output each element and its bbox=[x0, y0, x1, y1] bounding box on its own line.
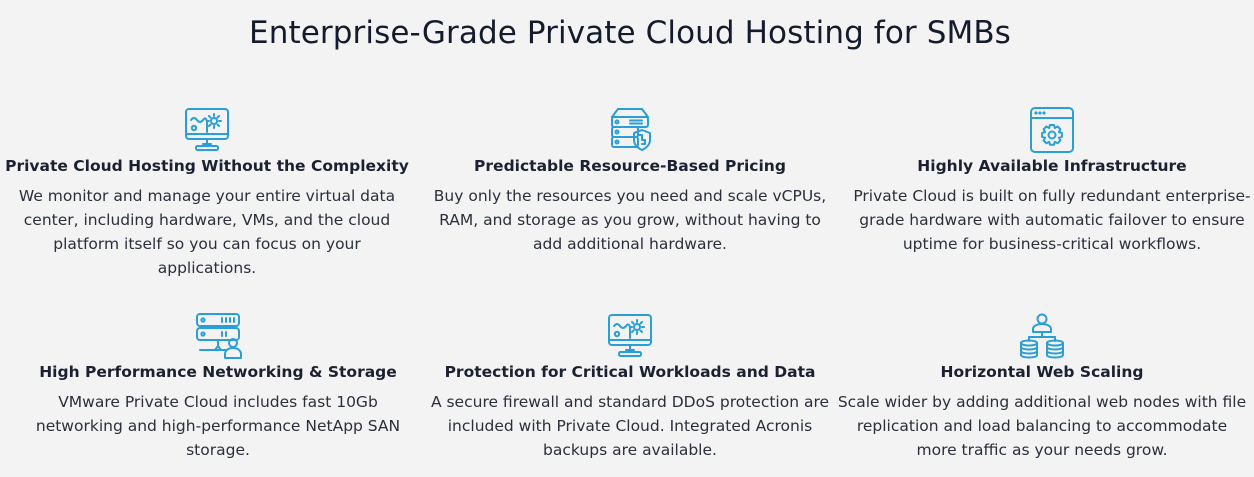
feature-card-availability: Highly Available Infrastructure Private … bbox=[842, 106, 1254, 256]
feature-title: High Performance Networking & Storage bbox=[39, 363, 397, 381]
feature-title: Private Cloud Hosting Without the Comple… bbox=[5, 157, 409, 175]
feature-card-pricing: Predictable Resource-Based Pricing Buy o… bbox=[420, 106, 840, 256]
user-databases-icon bbox=[1018, 312, 1066, 360]
feature-description: A secure firewall and standard DDoS prot… bbox=[430, 393, 830, 459]
feature-description: VMware Private Cloud includes fast 10Gb … bbox=[35, 393, 401, 459]
feature-card-protection: Protection for Critical Workloads and Da… bbox=[420, 312, 840, 462]
feature-card-web-scaling: Horizontal Web Scaling Scale wider by ad… bbox=[832, 312, 1252, 462]
feature-card-networking-storage: High Performance Networking & Storage VM… bbox=[8, 312, 428, 462]
server-shield-icon bbox=[606, 106, 654, 154]
server-network-user-icon bbox=[194, 312, 242, 360]
feature-title: Highly Available Infrastructure bbox=[917, 157, 1187, 175]
feature-title: Predictable Resource-Based Pricing bbox=[474, 157, 786, 175]
feature-description: Buy only the resources you need and scal… bbox=[433, 187, 827, 253]
feature-title: Horizontal Web Scaling bbox=[940, 363, 1144, 381]
feature-title: Protection for Critical Workloads and Da… bbox=[444, 363, 816, 381]
feature-description: We monitor and manage your entire virtua… bbox=[18, 187, 396, 277]
feature-description: Private Cloud is built on fully redundan… bbox=[853, 187, 1251, 253]
feature-card-managed-hosting: Private Cloud Hosting Without the Comple… bbox=[0, 106, 417, 280]
feature-description: Scale wider by adding additional web nod… bbox=[837, 393, 1247, 459]
monitor-gear-icon bbox=[183, 106, 231, 154]
page-title: Enterprise-Grade Private Cloud Hosting f… bbox=[249, 15, 1011, 51]
browser-gear-icon bbox=[1028, 106, 1076, 154]
monitor-gear-icon bbox=[606, 312, 654, 360]
